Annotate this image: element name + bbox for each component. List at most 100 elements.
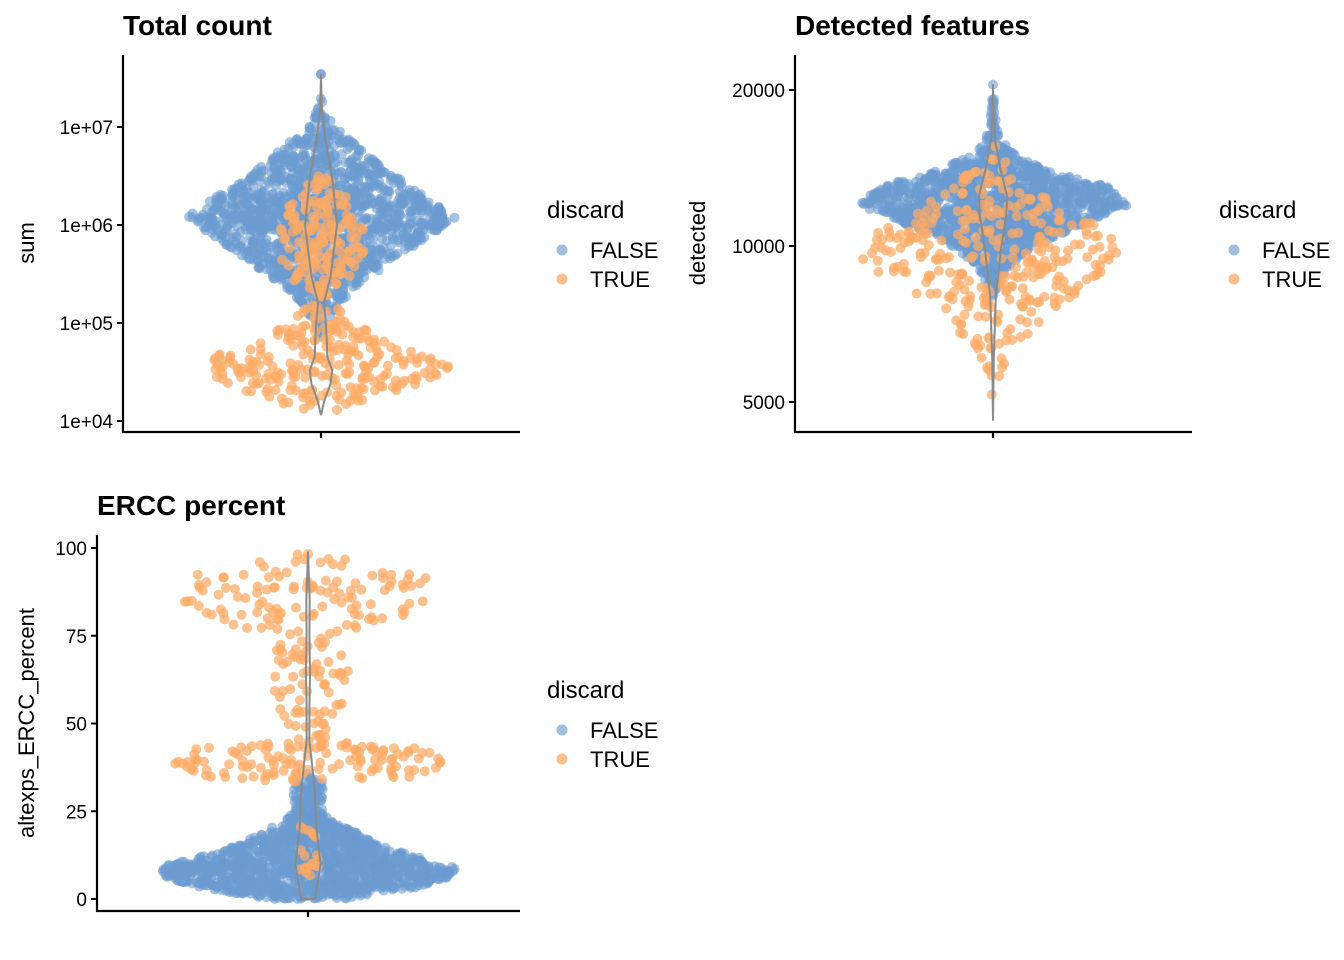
legend-label-false: FALSE — [590, 238, 658, 263]
data-point-true — [369, 334, 380, 345]
data-point-false — [242, 184, 253, 195]
data-point-true — [944, 291, 955, 301]
data-point-true — [358, 384, 369, 395]
data-point-false — [368, 234, 379, 245]
data-point-true — [344, 270, 355, 281]
data-point-true — [411, 373, 422, 384]
data-point-true — [954, 279, 965, 290]
data-point-true — [304, 196, 315, 207]
data-point-true — [872, 255, 883, 266]
data-point-true — [335, 238, 346, 249]
data-point-true — [345, 382, 356, 393]
data-point-false — [257, 245, 268, 256]
data-point-true — [391, 345, 402, 356]
data-point-true — [287, 199, 298, 210]
data-point-false — [176, 856, 187, 867]
data-point-true — [353, 333, 364, 344]
violin-outline — [303, 73, 339, 416]
data-point-false — [160, 866, 170, 877]
data-point-false — [240, 211, 251, 222]
data-point-false — [409, 185, 420, 196]
data-point-false — [892, 177, 903, 188]
data-point-false — [380, 842, 391, 853]
data-point-true — [997, 362, 1008, 373]
data-point-true — [895, 229, 906, 240]
data-point-true — [340, 320, 351, 331]
data-point-true — [293, 222, 304, 233]
y-tick-label: 1e+07 — [60, 118, 113, 139]
data-point-true — [1016, 298, 1027, 309]
data-point-true — [941, 303, 952, 314]
data-point-false — [372, 851, 383, 861]
data-point-true — [1003, 200, 1014, 211]
data-point-true — [1098, 253, 1108, 264]
data-point-true — [344, 367, 355, 378]
data-point-false — [950, 157, 961, 168]
data-point-false — [1063, 191, 1074, 202]
data-point-false — [265, 848, 276, 858]
data-point-true — [895, 243, 906, 253]
data-point-false — [886, 207, 897, 218]
data-point-false — [171, 870, 182, 881]
data-point-false — [248, 235, 259, 246]
data-point-false — [236, 859, 247, 870]
legend-key-false — [1228, 244, 1240, 256]
data-point-false — [383, 186, 394, 197]
data-point-true — [1092, 230, 1103, 241]
data-point-false — [1023, 162, 1034, 172]
data-point-false — [348, 865, 359, 876]
data-point-true — [973, 241, 984, 252]
data-point-true — [956, 318, 967, 329]
data-point-false — [338, 871, 349, 882]
legend-label-true: TRUE — [1262, 267, 1322, 292]
data-point-true — [1081, 274, 1092, 285]
data-point-true — [320, 211, 331, 222]
data-point-true — [923, 240, 934, 251]
data-point-true — [886, 247, 896, 257]
data-point-false — [218, 212, 229, 223]
data-point-false — [436, 862, 447, 873]
data-point-true — [1026, 254, 1037, 265]
data-point-false — [242, 199, 253, 210]
data-point-false — [227, 191, 238, 201]
data-point-false — [449, 212, 460, 223]
data-point-true — [363, 363, 374, 374]
data-point-true — [1036, 218, 1046, 229]
data-point-true — [1106, 233, 1117, 244]
data-point-false — [280, 858, 291, 869]
data-point-true — [387, 382, 398, 393]
data-point-true — [1058, 276, 1069, 287]
data-point-false — [377, 221, 388, 232]
data-point-false — [295, 172, 306, 182]
data-point-true — [399, 375, 410, 386]
data-point-true — [443, 361, 454, 372]
legend-title: discard — [1219, 197, 1296, 224]
data-point-true — [919, 212, 930, 223]
data-point-false — [222, 239, 232, 250]
data-point-true — [245, 344, 256, 355]
data-point-false — [913, 181, 924, 192]
data-point-true — [334, 246, 345, 257]
data-point-true — [1055, 227, 1066, 238]
panel-title: Total count — [123, 10, 272, 41]
data-point-true — [253, 378, 264, 389]
data-point-false — [414, 196, 425, 207]
data-point-false — [214, 854, 225, 865]
data-point-true — [961, 204, 972, 215]
data-point-true — [1007, 252, 1018, 263]
data-point-false — [257, 195, 268, 206]
data-point-true — [971, 166, 982, 177]
y-axis-title: altexps_ERCC_percent — [14, 608, 39, 838]
data-point-true — [335, 306, 346, 317]
data-point-false — [231, 231, 242, 242]
data-point-false — [257, 866, 268, 877]
data-point-true — [1079, 217, 1090, 228]
data-point-true — [960, 237, 971, 248]
data-point-true — [263, 351, 274, 362]
data-point-true — [352, 227, 363, 238]
data-point-true — [960, 296, 971, 307]
data-point-true — [321, 219, 332, 230]
data-point-true — [318, 274, 329, 285]
data-point-false — [1018, 175, 1029, 186]
